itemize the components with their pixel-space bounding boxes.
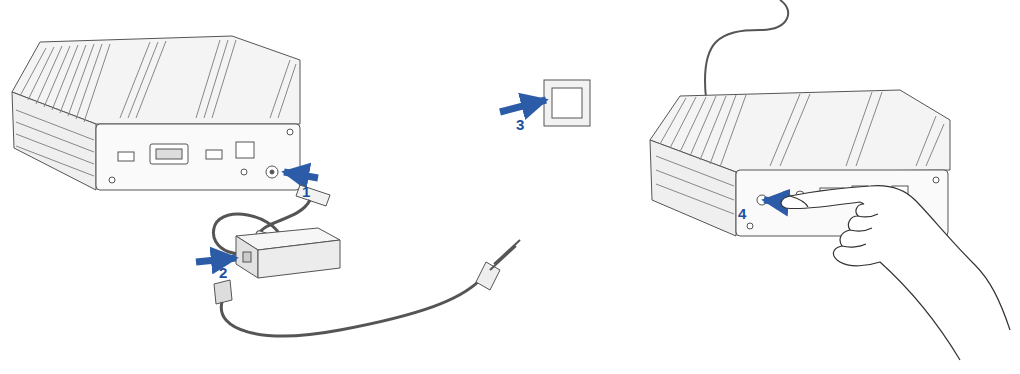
mini-pc-left <box>12 36 300 190</box>
dc-plug <box>296 185 330 206</box>
callout-number: 2 <box>219 265 227 280</box>
adapter-front <box>258 240 340 278</box>
mains-plug <box>476 262 500 290</box>
device-side <box>12 92 96 190</box>
insert-arrow <box>196 258 236 262</box>
side-fins <box>16 110 94 176</box>
led <box>241 169 247 175</box>
callout-number: 1 <box>302 184 310 199</box>
usb-port <box>118 152 134 161</box>
adapter-side <box>236 236 258 278</box>
hand <box>781 186 1010 360</box>
finger-lines <box>842 214 878 247</box>
power-jack <box>266 166 278 178</box>
plug-pins <box>490 240 520 270</box>
cooling-fins <box>16 40 296 176</box>
callout-number: 4 <box>738 206 746 221</box>
fingernail <box>790 196 808 207</box>
adapter-socket <box>243 252 251 262</box>
insert-arrow <box>284 172 318 178</box>
device-side <box>650 140 736 236</box>
fin-lines <box>20 44 110 122</box>
wall-outlet <box>544 80 590 126</box>
outlet-face <box>552 88 582 118</box>
ac-connector <box>214 280 232 304</box>
fin-lines <box>120 40 296 118</box>
power-adapter <box>213 80 590 336</box>
screw <box>747 223 753 229</box>
callout-number: 3 <box>516 117 524 132</box>
screw <box>109 177 115 183</box>
usb-port <box>206 150 222 159</box>
power-cable <box>705 0 788 98</box>
screw <box>287 129 293 135</box>
fin-lines <box>770 92 944 166</box>
screw <box>933 177 939 183</box>
ac-cable <box>221 280 480 336</box>
fin-lines <box>660 95 746 167</box>
power-jack-pin <box>270 170 274 174</box>
dvi-port <box>150 144 188 164</box>
side-fins <box>656 156 734 214</box>
insert-arrow <box>500 100 546 112</box>
hand-outline <box>781 186 1010 360</box>
dvi-pins <box>156 149 182 159</box>
device-front-panel <box>96 124 300 190</box>
lan-port <box>236 142 254 158</box>
